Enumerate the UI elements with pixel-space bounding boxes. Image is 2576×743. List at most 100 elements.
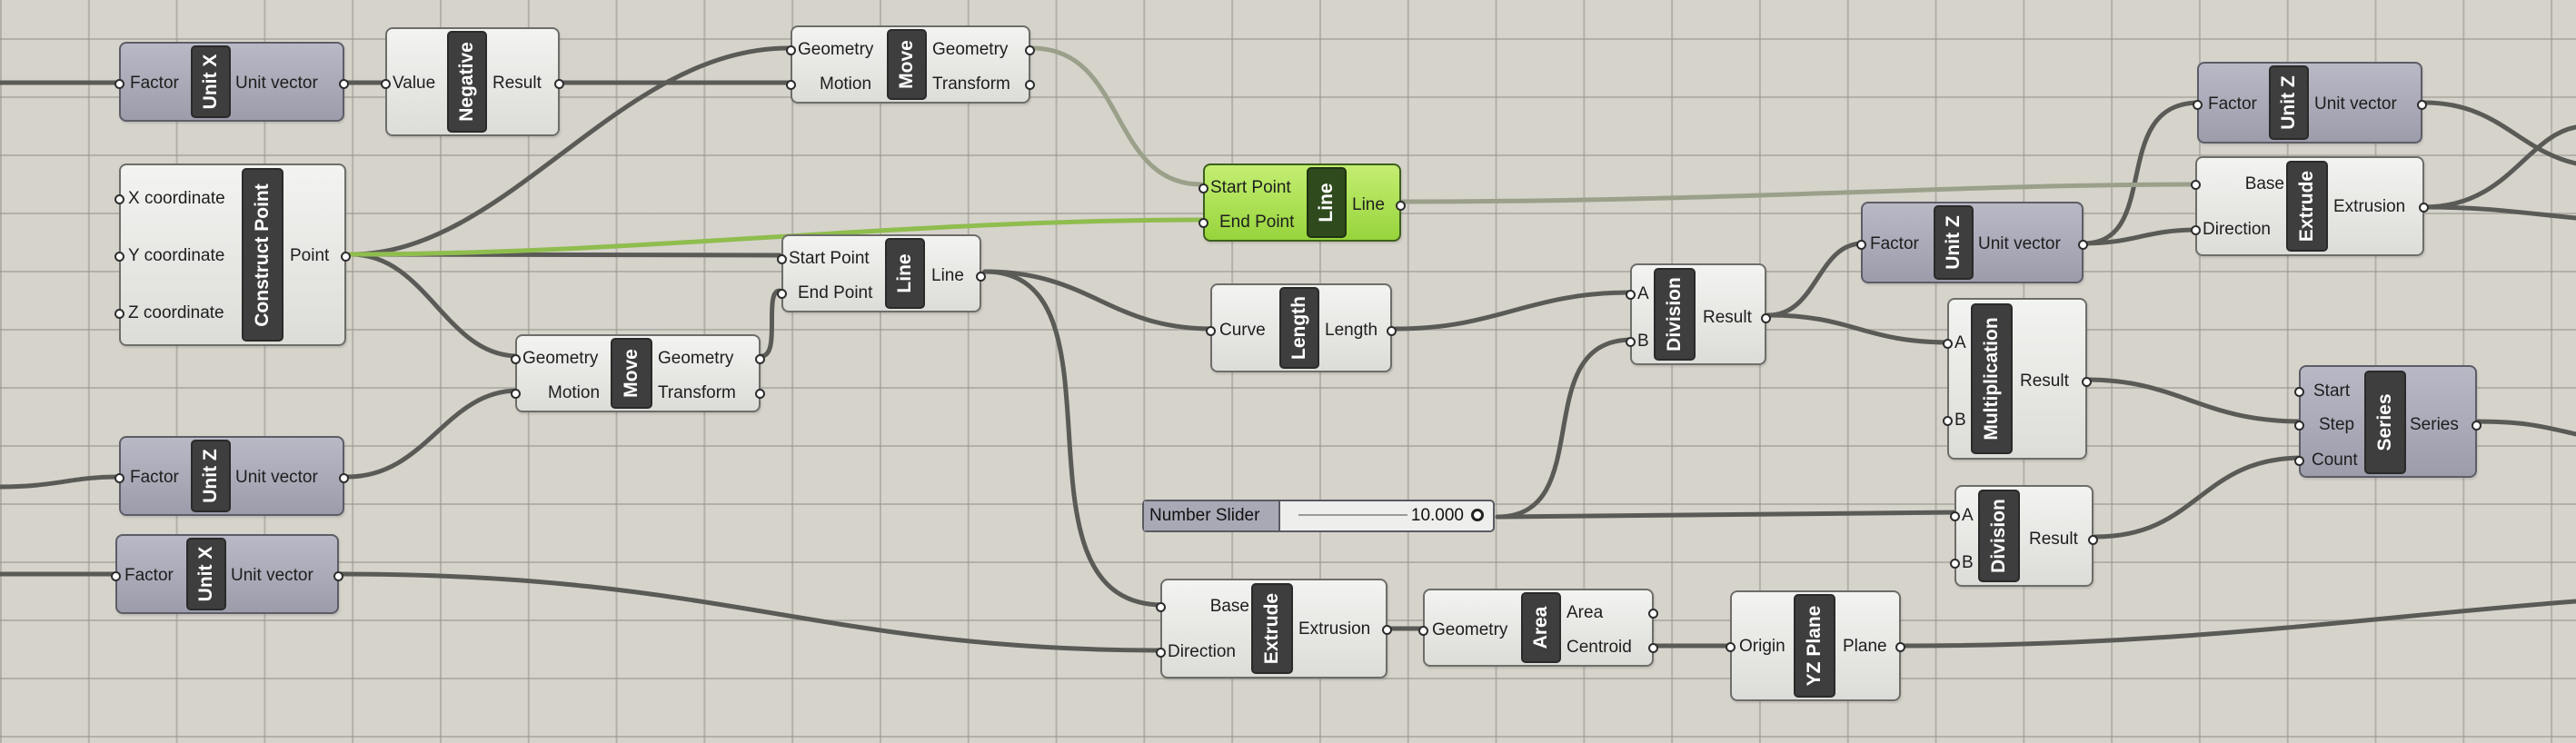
input-port[interactable] [114,252,124,262]
input-port[interactable] [1943,416,1953,426]
output-port[interactable] [1387,326,1397,336]
division-component-bottom[interactable]: A B Division Result [1950,485,2098,587]
input-port[interactable] [1626,337,1636,347]
input-port[interactable] [777,289,787,299]
input-port[interactable] [2294,456,2304,466]
output-port[interactable] [1025,45,1035,55]
output-port[interactable] [339,79,349,89]
output-label: Transform [932,74,1010,94]
input-port[interactable] [2294,387,2304,397]
input-port[interactable] [786,45,796,55]
input-label: Base [1209,597,1249,616]
input-port[interactable] [1156,602,1166,612]
input-port[interactable] [1726,642,1736,652]
input-port[interactable] [1626,290,1636,300]
input-port[interactable] [114,79,124,89]
unit-x-component-bottom[interactable]: Factor Unit X Unit vector [111,534,343,614]
multiplication-component[interactable]: A B Multiplication Result [1943,298,2092,460]
output-port[interactable] [1382,625,1392,635]
output-port[interactable] [1648,609,1658,619]
input-port[interactable] [111,571,121,581]
unit-x-icon: Unit X [191,45,231,118]
input-port[interactable] [511,354,521,364]
extrude-component-bottom[interactable]: Base Direction Extrude Extrusion [1156,579,1392,679]
output-port[interactable] [1761,313,1771,323]
output-port[interactable] [333,571,343,581]
output-label: Line [931,266,964,285]
input-port[interactable] [1156,648,1166,658]
division-component-top[interactable]: A B Division Result [1626,263,1771,365]
wire [344,388,521,480]
output-label: Series [2410,415,2459,434]
input-port[interactable] [1206,326,1216,336]
input-port[interactable] [1198,183,1208,193]
construct-point-component[interactable]: X coordinate Y coordinate Z coordinate C… [114,163,351,346]
output-port[interactable] [755,389,765,399]
output-label: Result [2029,530,2078,549]
input-port[interactable] [1950,511,1960,521]
input-port[interactable] [1943,339,1953,349]
output-port[interactable] [2082,377,2092,387]
move-component-top[interactable]: Geometry Motion Move Geometry Transform [786,25,1035,104]
area-component[interactable]: Geometry Area Area Centroid [1418,589,1658,667]
wire [1901,599,2576,649]
division-icon: Division [1654,268,1696,361]
wire [1495,337,1635,520]
input-port[interactable] [2191,180,2201,190]
wire [1495,510,1960,520]
unit-z-component-left[interactable]: Factor Unit Z Unit vector [114,436,349,516]
input-port[interactable] [1950,559,1960,569]
slider-track[interactable] [1298,514,1407,516]
length-component[interactable]: Curve Length Length [1206,283,1397,372]
input-port[interactable] [777,254,787,264]
extrude-icon: Extrude [2286,161,2328,252]
input-port[interactable] [511,389,521,399]
output-port[interactable] [2417,100,2427,110]
output-port[interactable] [2472,421,2482,431]
unit-x-component-top[interactable]: Factor Unit X Unit vector [114,42,349,122]
input-port[interactable] [2191,225,2201,235]
output-port[interactable] [341,252,351,262]
input-port[interactable] [114,473,124,483]
wire [2081,100,2202,246]
unit-z-component-top-right[interactable]: Factor Unit Z Unit vector [2193,62,2427,144]
input-port[interactable] [1198,218,1208,228]
yz-plane-component[interactable]: Origin YZ Plane Plane [1726,590,1905,701]
negative-icon: Negative [447,31,487,133]
input-port[interactable] [1418,626,1428,636]
extrude-component-top-right[interactable]: Base Direction Extrude Extrusion [2191,156,2429,256]
output-label: Result [1703,308,1752,327]
slider-output-grip[interactable] [1471,509,1484,521]
unit-z-component-middle[interactable]: Factor Unit Z Unit vector [1856,202,2088,283]
negative-component[interactable]: Value Negative Result [381,27,564,136]
output-port[interactable] [1895,642,1905,652]
input-port[interactable] [114,194,124,204]
output-port[interactable] [554,79,564,89]
input-port[interactable] [2193,100,2203,110]
move-icon: Move [887,29,927,100]
output-port[interactable] [1648,643,1658,653]
output-port[interactable] [1396,201,1406,211]
series-component[interactable]: Start Step Count Series Series [2294,365,2482,478]
output-port[interactable] [1025,80,1035,90]
line-component-selected[interactable]: Start Point End Point Line Line [1198,163,1406,242]
line-component[interactable]: Start Point End Point Line Line [777,234,986,312]
input-label: Count [2312,451,2358,470]
number-slider[interactable]: Number Slider 10.000 [1142,500,1495,532]
output-port[interactable] [2419,203,2429,213]
output-port[interactable] [976,272,986,282]
output-port[interactable] [2088,535,2098,545]
input-port[interactable] [114,309,124,319]
output-port[interactable] [2078,240,2088,250]
input-label: Z coordinate [128,303,224,322]
output-label: Length [1325,321,1378,340]
output-port[interactable] [339,473,349,483]
slider-value: 10.000 [1410,506,1464,525]
output-port[interactable] [755,354,765,364]
input-port[interactable] [2294,421,2304,431]
construct-point-icon: Construct Point [242,168,283,342]
input-port[interactable] [1856,240,1866,250]
input-port[interactable] [786,80,796,90]
move-component-bottom[interactable]: Geometry Motion Move Geometry Transform [511,334,765,412]
input-port[interactable] [381,79,391,89]
